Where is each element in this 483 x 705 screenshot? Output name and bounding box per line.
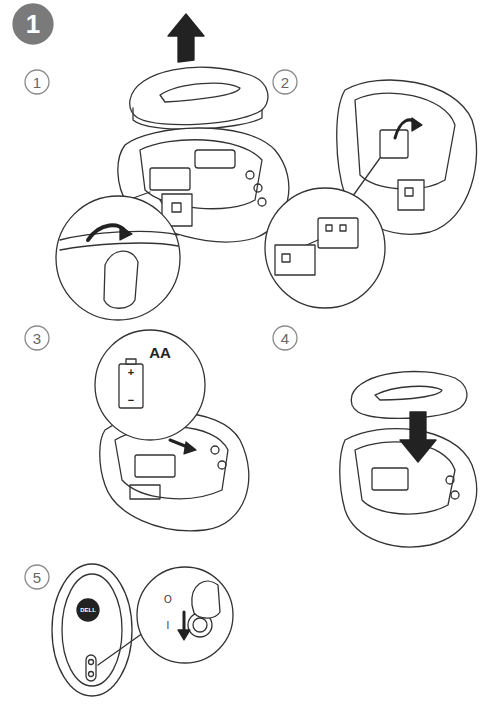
section-badge: 1	[12, 3, 54, 45]
step-label: 4	[281, 331, 289, 346]
step-number: 1	[24, 69, 50, 95]
step3-figure	[95, 330, 249, 531]
step-label: 2	[281, 75, 289, 90]
step5-figure	[52, 564, 233, 696]
step-number: 5	[24, 564, 50, 590]
switch-on-mark: I	[167, 621, 170, 631]
step-number: 2	[272, 69, 298, 95]
step-label: 5	[33, 570, 41, 585]
switch-off-mark: O	[164, 595, 172, 605]
battery-plus: +	[128, 367, 134, 378]
battery-type: AA	[149, 345, 171, 360]
step1-figure	[56, 14, 289, 320]
step-label: 1	[26, 11, 40, 37]
brand-logo: DELL	[80, 607, 96, 613]
step-label: 1	[33, 75, 41, 90]
battery-minus: −	[128, 395, 134, 406]
step-number: 3	[24, 325, 50, 351]
step-label: 3	[33, 331, 41, 346]
step4-figure	[340, 372, 477, 547]
step-number: 4	[272, 325, 298, 351]
step2-figure	[265, 80, 477, 308]
